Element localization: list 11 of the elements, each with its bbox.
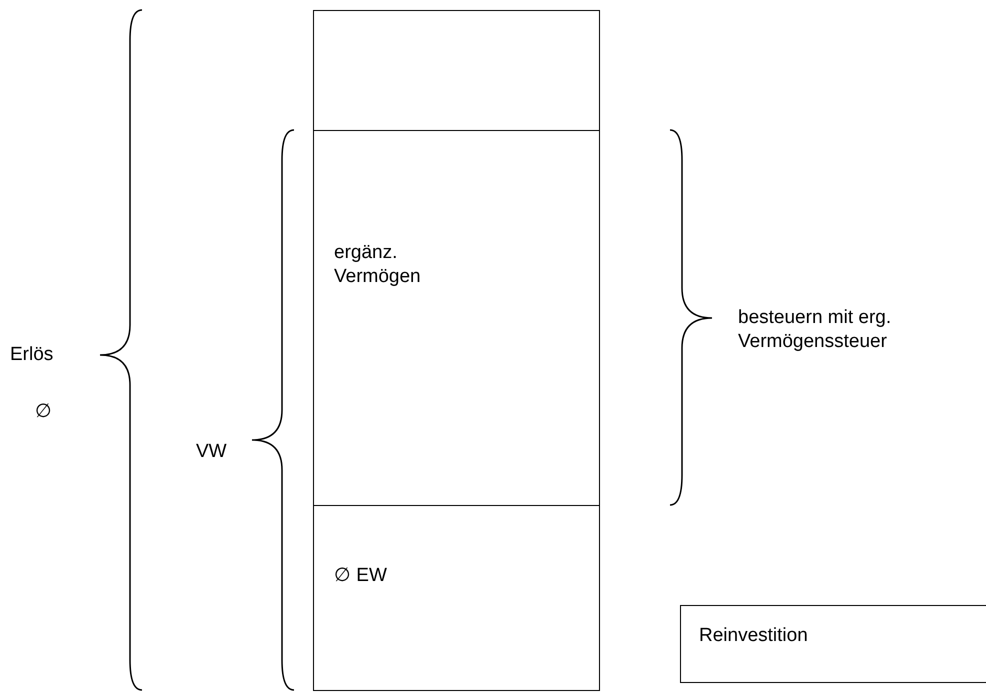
box-label: ∅ EW [334, 564, 388, 588]
box-label: Reinvestition [699, 624, 809, 648]
text-box [313, 505, 600, 691]
bracket-label: ∅ [35, 400, 53, 424]
bracket-label: Erlös [10, 343, 54, 367]
text-box [680, 605, 986, 683]
bracket-label: besteuern mit erg. Vermögenssteuer [738, 306, 892, 354]
empty-box [313, 10, 600, 131]
bracket-label: VW [196, 440, 228, 464]
text-box [313, 130, 600, 506]
box-label: ergänz. Vermögen [334, 241, 422, 289]
